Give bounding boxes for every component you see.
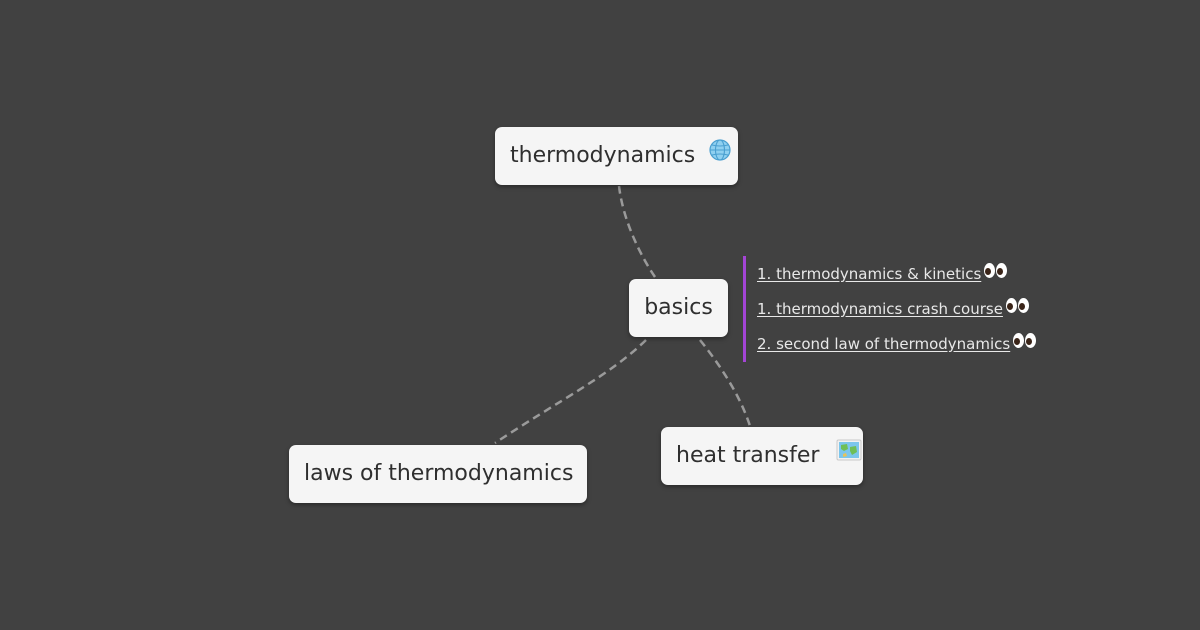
node-thermodynamics-label: thermodynamics	[510, 143, 696, 168]
node-basics[interactable]: basics	[629, 279, 728, 337]
node-heat-label: heat transfer	[676, 443, 820, 468]
eyes-icon	[984, 263, 1008, 278]
link-thermodynamics-kinetics[interactable]: 1. thermodynamics & kinetics	[757, 264, 982, 283]
node-heat-transfer[interactable]: heat transfer	[661, 427, 863, 485]
eyes-icon	[1005, 298, 1030, 313]
edge-basics-thermodynamics	[617, 185, 657, 278]
edge-basics-laws	[494, 339, 647, 445]
link-item: 2. second law of thermodynamics	[757, 326, 1053, 361]
globe-icon	[708, 127, 732, 185]
node-basics-label: basics	[644, 295, 713, 320]
resource-links-panel: 1. thermodynamics & kinetics 1. thermody…	[743, 256, 1053, 362]
eyes-icon	[1013, 333, 1037, 348]
node-thermodynamics[interactable]: thermodynamics	[495, 127, 738, 185]
link-second-law[interactable]: 2. second law of thermodynamics	[757, 334, 1011, 353]
link-item: 1. thermodynamics & kinetics	[757, 256, 1053, 291]
node-laws-of-thermodynamics[interactable]: laws of thermodynamics	[289, 445, 587, 503]
link-item: 1. thermodynamics crash course	[757, 291, 1053, 326]
node-laws-label: laws of thermodynamics	[304, 461, 574, 486]
link-thermodynamics-crash-course[interactable]: 1. thermodynamics crash course	[757, 299, 1003, 318]
map-icon	[836, 427, 862, 485]
